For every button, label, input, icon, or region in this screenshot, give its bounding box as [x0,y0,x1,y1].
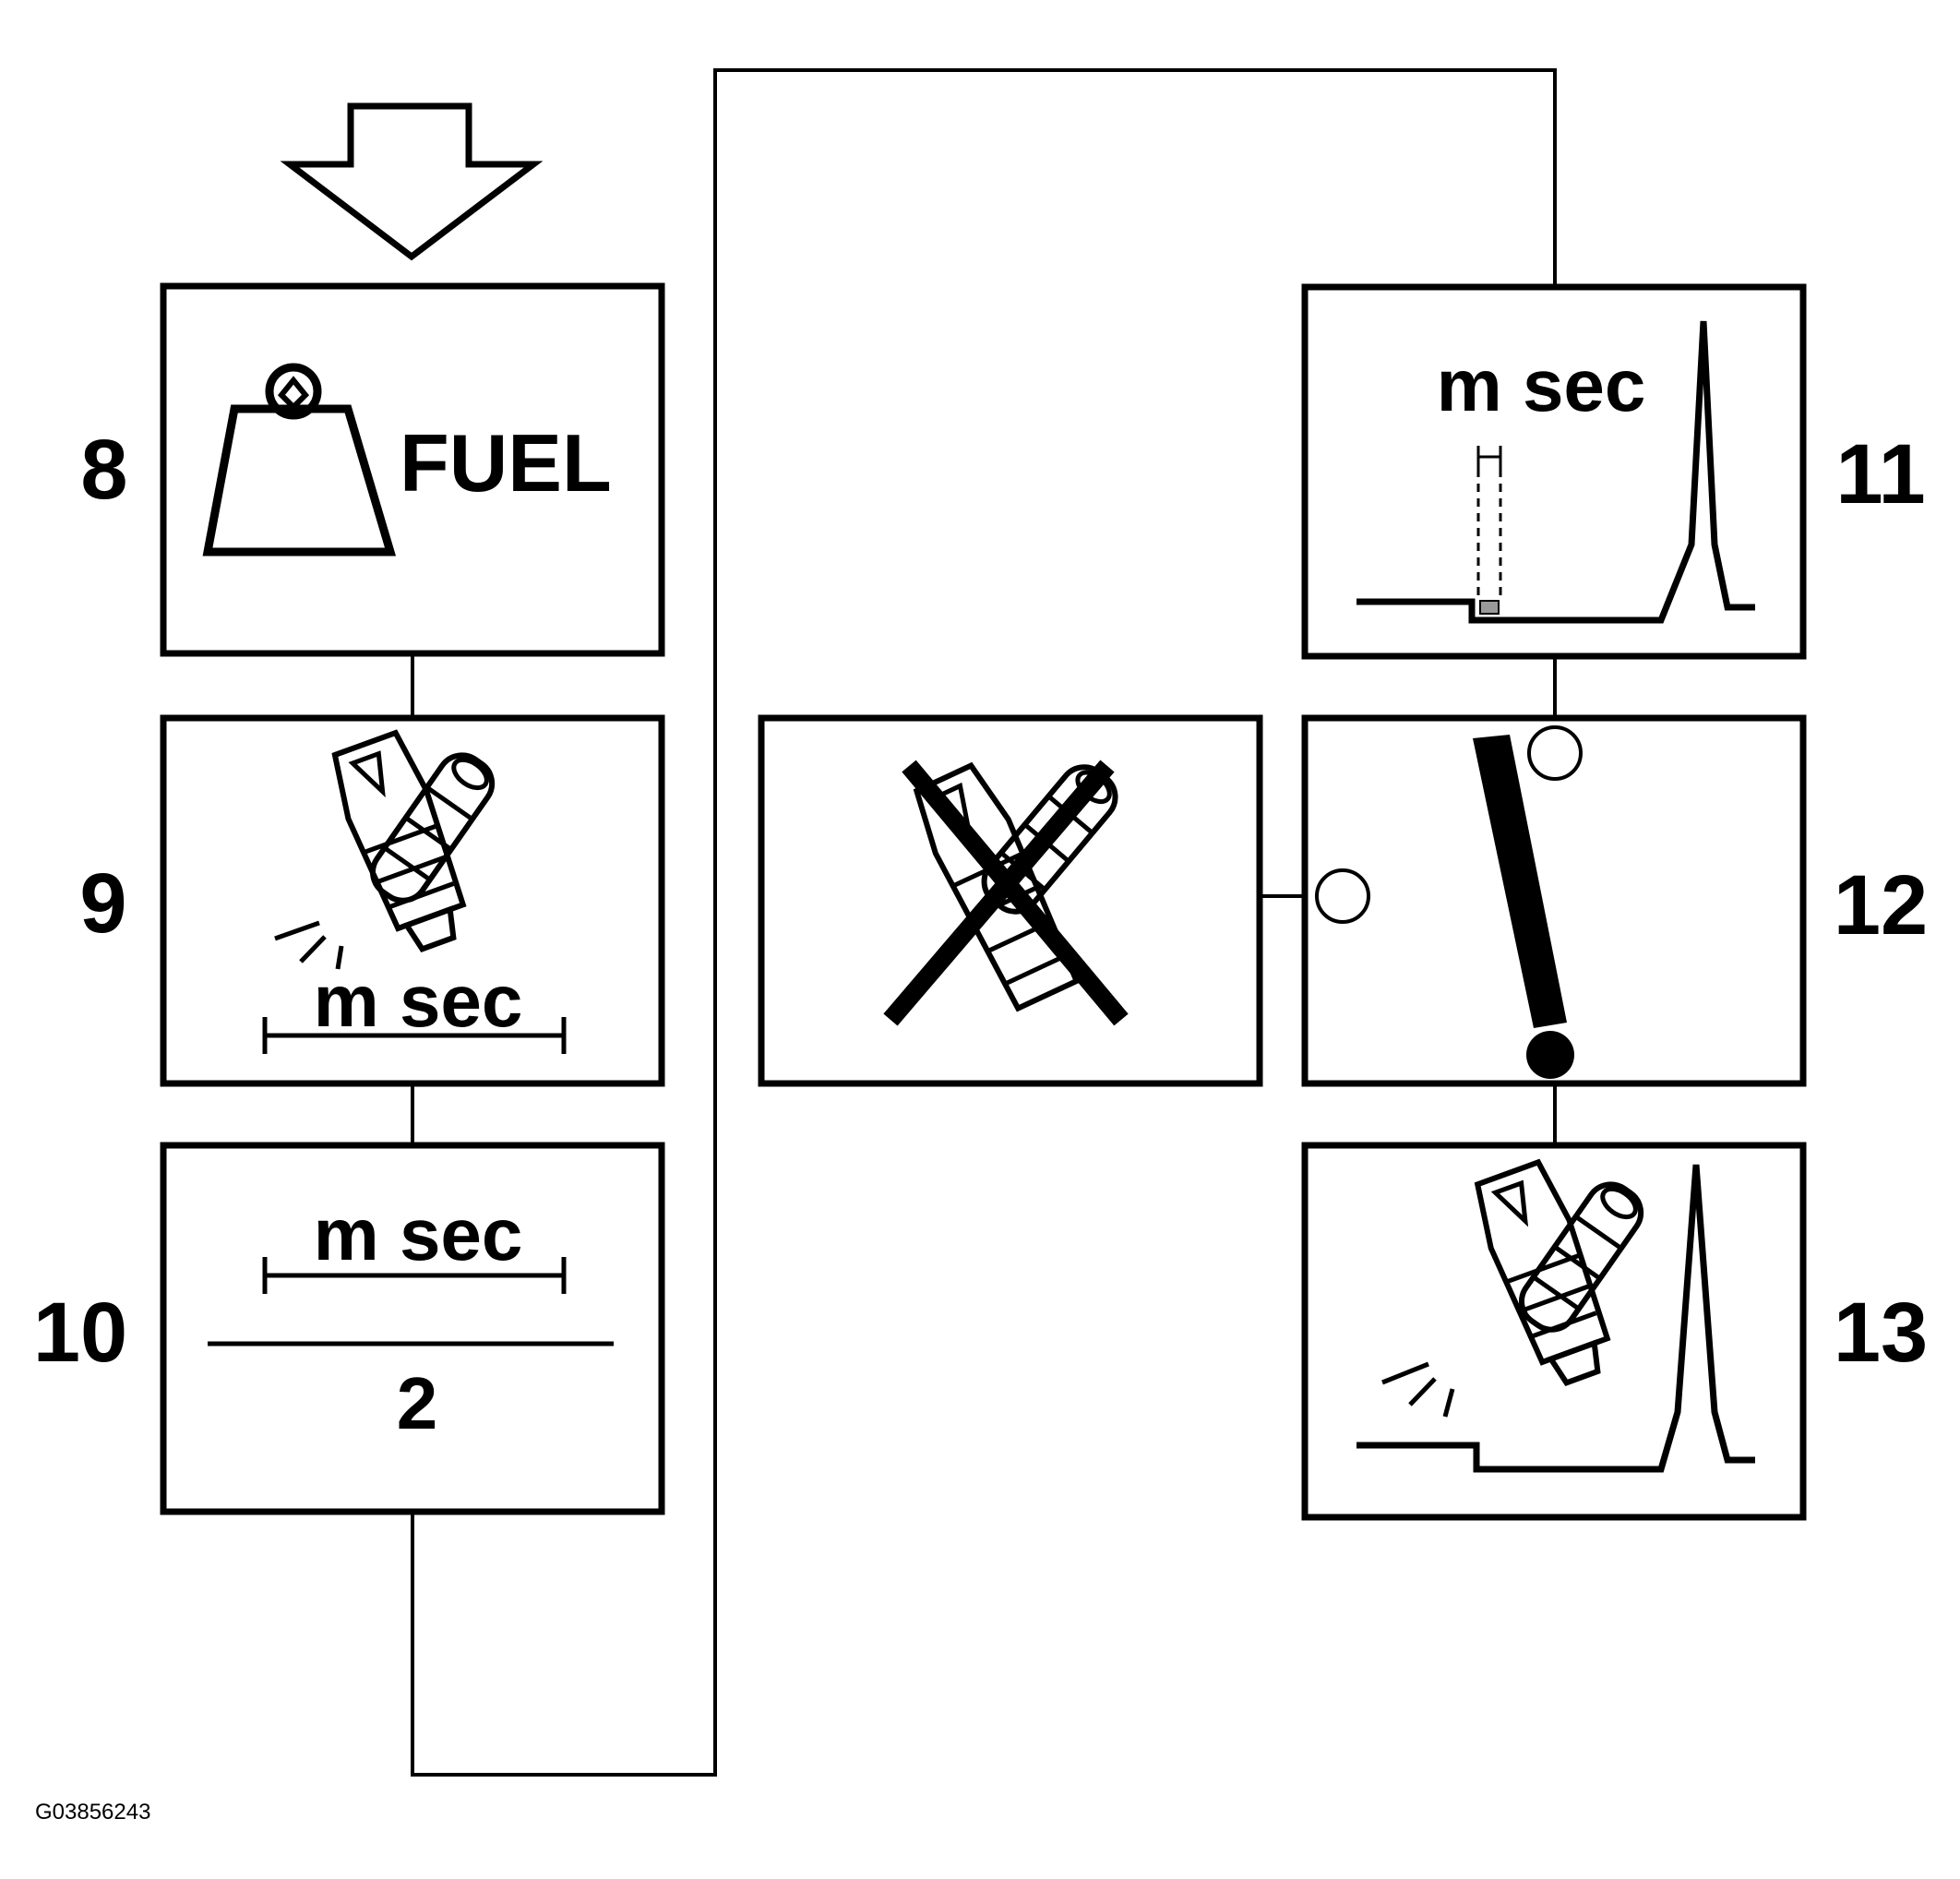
fuel-injector-spray-icon [274,729,496,970]
exclamation-icon [1473,735,1574,1079]
m-sec-label: m sec [314,1193,523,1275]
crossed-out-injector-icon [883,760,1129,1026]
divisor-label: 2 [397,1362,438,1444]
duration-bracket [262,1017,567,1054]
connector-node [1315,868,1370,924]
step-12 [1301,714,1807,1087]
figure-id: G03856243 [35,1800,150,1825]
duration-bracket [262,1257,567,1294]
step-number: 10 [33,1286,127,1380]
step-number: 12 [1834,858,1928,952]
step-9: m sec [160,714,665,1087]
step-number: 11 [1835,427,1925,521]
step-number: 8 [80,423,127,517]
fuel-label: FUEL [400,417,612,509]
injector-waveform-icon [1356,1158,1755,1473]
step-11: m sec [1301,283,1807,660]
step-10: m sec 2 [160,1142,665,1515]
fuel-weight-icon [202,363,397,557]
rejected-injector [758,714,1263,1087]
m-sec-label: m sec [1437,344,1646,426]
step-8: FUEL [160,282,665,657]
divide-by-two-icon: 2 [208,1341,614,1444]
connector-node [1527,725,1583,781]
connector-lines [411,68,1557,1777]
step-13 [1301,1142,1807,1521]
m-sec-label: m sec [314,960,523,1042]
pulse-waveform-icon [1356,320,1755,624]
step-number: 13 [1834,1286,1928,1380]
down-arrow-icon [280,102,544,261]
step-number: 9 [79,856,126,951]
